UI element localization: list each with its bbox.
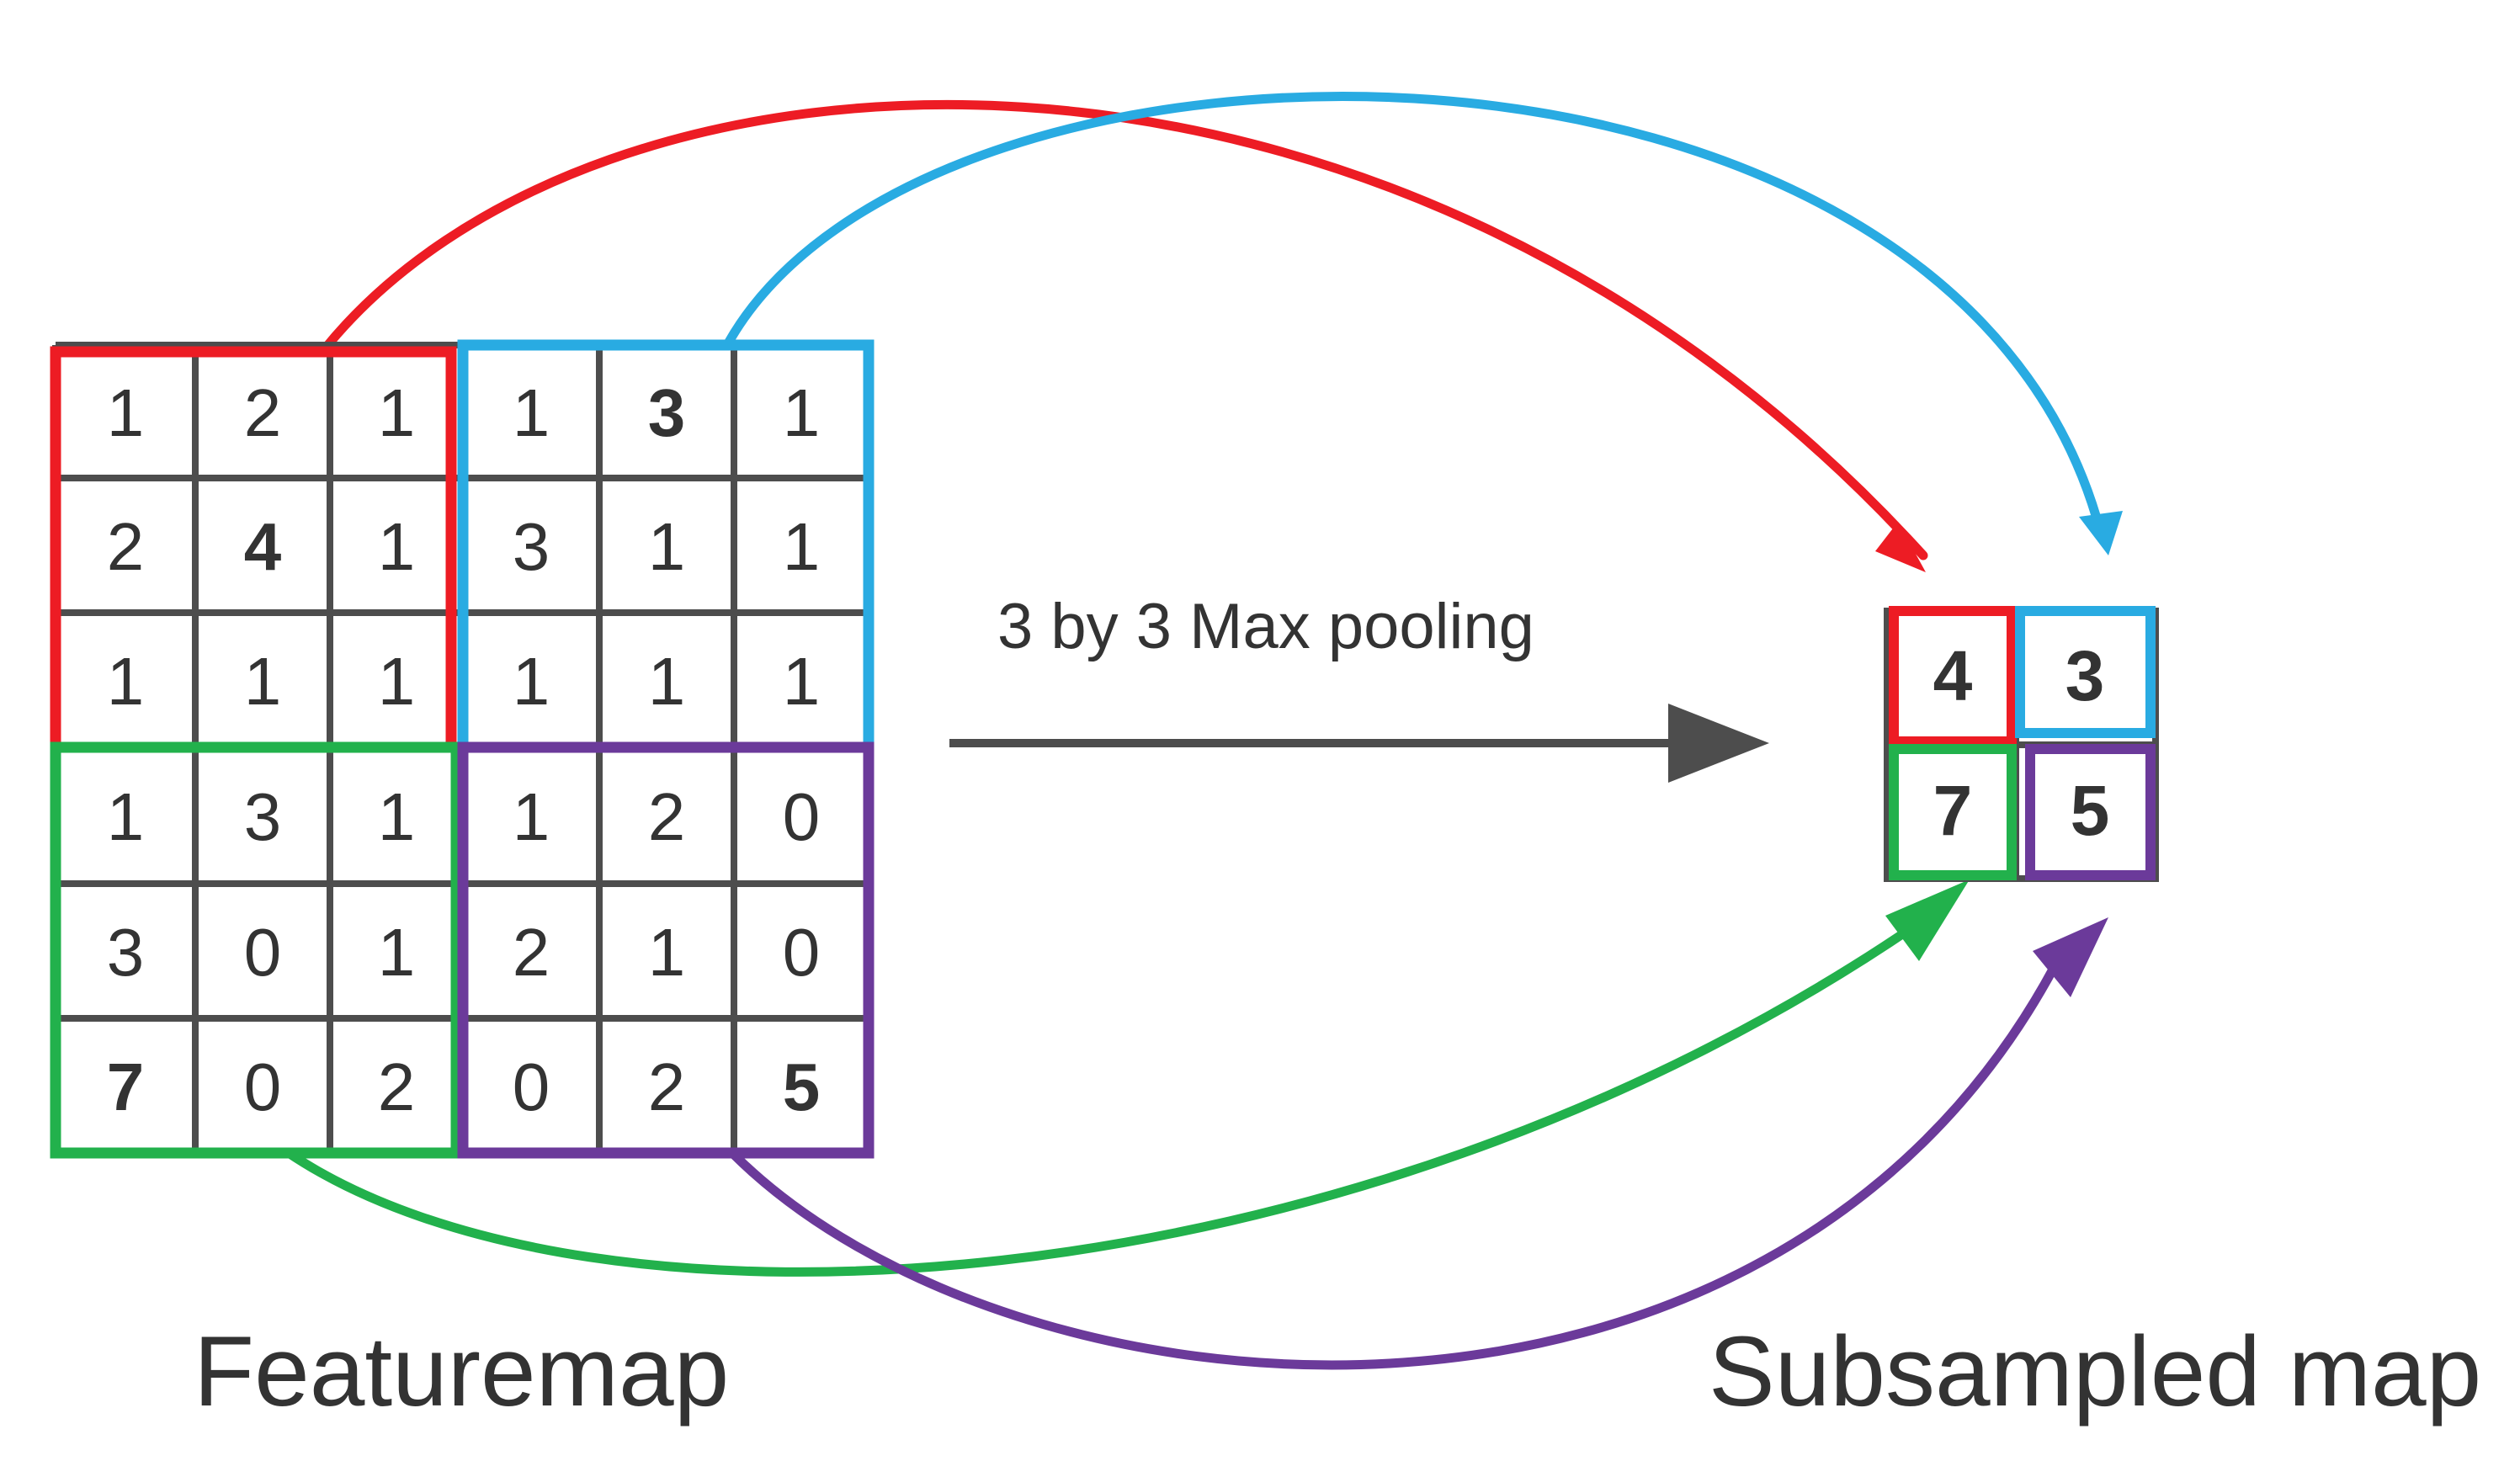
subsampled-value-0-0: 4 (1933, 636, 1973, 715)
featuremap-cell-3-0: 1 (107, 779, 145, 854)
arrow-purple-head (2033, 917, 2108, 997)
featuremap-cell-0-5: 1 (783, 375, 821, 450)
subsampled-map-label: Subsampled map (1709, 1316, 2481, 1427)
subsampled-box-blue (2015, 606, 2156, 738)
featuremap-cell-4-0: 3 (107, 915, 145, 990)
featuremap-cell-3-2: 1 (378, 779, 416, 854)
subsampled-grid: 4 3 7 5 (1884, 606, 2159, 882)
subsampled-box-red (1889, 606, 2017, 746)
subsampled-box-green (1889, 744, 2017, 880)
featuremap-cell-4-4: 1 (648, 915, 686, 990)
featuremap-cell-1-2: 1 (378, 509, 416, 584)
featuremap-cell-1-0: 2 (107, 509, 145, 584)
featuremap-cell-3-5: 0 (783, 779, 821, 854)
featuremap-cell-4-2: 1 (378, 915, 416, 990)
featuremap-cell-0-4: 3 (648, 375, 686, 450)
featuremap-cell-1-3: 3 (513, 509, 550, 584)
featuremap-cells: 1 2 1 1 3 1 2 4 1 3 1 1 1 1 1 1 1 1 1 3 1 1 2 0 3 0 1 2 1 0 7 0 2 0 2 5 (107, 375, 821, 1124)
arrow-blue-head (2079, 511, 2123, 555)
arrow-red (317, 99, 1928, 561)
featuremap-grid: 1 2 1 1 3 1 2 4 1 3 1 1 1 1 1 1 1 1 1 3 1 1 2 0 3 0 1 2 1 0 7 0 2 0 2 5 (50, 339, 875, 1159)
connector-arrows (284, 92, 2123, 1370)
featuremap-cell-5-0: 7 (107, 1049, 145, 1124)
arrow-purple (727, 963, 2059, 1370)
operation-arrow (949, 704, 1769, 783)
featuremap-cell-0-0: 1 (107, 375, 145, 450)
featuremap-cell-0-3: 1 (513, 375, 550, 450)
featuremap-cell-3-1: 3 (244, 779, 282, 854)
subsampled-value-0-1: 3 (2065, 636, 2105, 715)
featuremap-cell-5-1: 0 (244, 1049, 282, 1124)
featuremap-cell-2-2: 1 (378, 644, 416, 719)
subsampled-value-1-0: 7 (1933, 771, 1973, 850)
featuremap-cell-4-1: 0 (244, 915, 282, 990)
featuremap-cell-1-1: 4 (244, 509, 282, 584)
featuremap-cell-4-5: 0 (783, 915, 821, 990)
featuremap-cell-0-1: 2 (244, 375, 282, 450)
featuremap-cell-2-0: 1 (107, 644, 145, 719)
operation-label: 3 by 3 Max pooling (997, 591, 1534, 662)
arrow-blue (723, 92, 2105, 535)
featuremap-cell-5-2: 2 (378, 1049, 416, 1124)
featuremap-cell-3-4: 2 (648, 779, 686, 854)
featuremap-cell-2-1: 1 (244, 644, 282, 719)
arrow-green (284, 921, 1920, 1277)
featuremap-cell-2-5: 1 (783, 644, 821, 719)
featuremap-cell-2-4: 1 (648, 644, 686, 719)
featuremap-cell-5-4: 2 (648, 1049, 686, 1124)
featuremap-cell-0-2: 1 (378, 375, 416, 450)
featuremap-cell-1-4: 1 (648, 509, 686, 584)
featuremap-cell-5-5: 5 (783, 1049, 821, 1124)
subsampled-box-purple (2025, 744, 2156, 880)
featuremap-cell-3-3: 1 (513, 779, 550, 854)
featuremap-cell-1-5: 1 (783, 509, 821, 584)
region-box-purple (457, 741, 875, 1159)
featuremap-cell-2-3: 1 (513, 644, 550, 719)
subsampled-value-1-1: 5 (2071, 771, 2110, 850)
featuremap-cell-4-3: 2 (513, 915, 550, 990)
region-box-green (50, 741, 462, 1159)
arrow-red-head (1875, 522, 1926, 572)
featuremap-label: Featuremap (194, 1316, 729, 1427)
arrow-green-head (1885, 879, 1970, 961)
featuremap-cell-5-3: 0 (513, 1049, 550, 1124)
operation-arrow-head (1668, 704, 1769, 783)
